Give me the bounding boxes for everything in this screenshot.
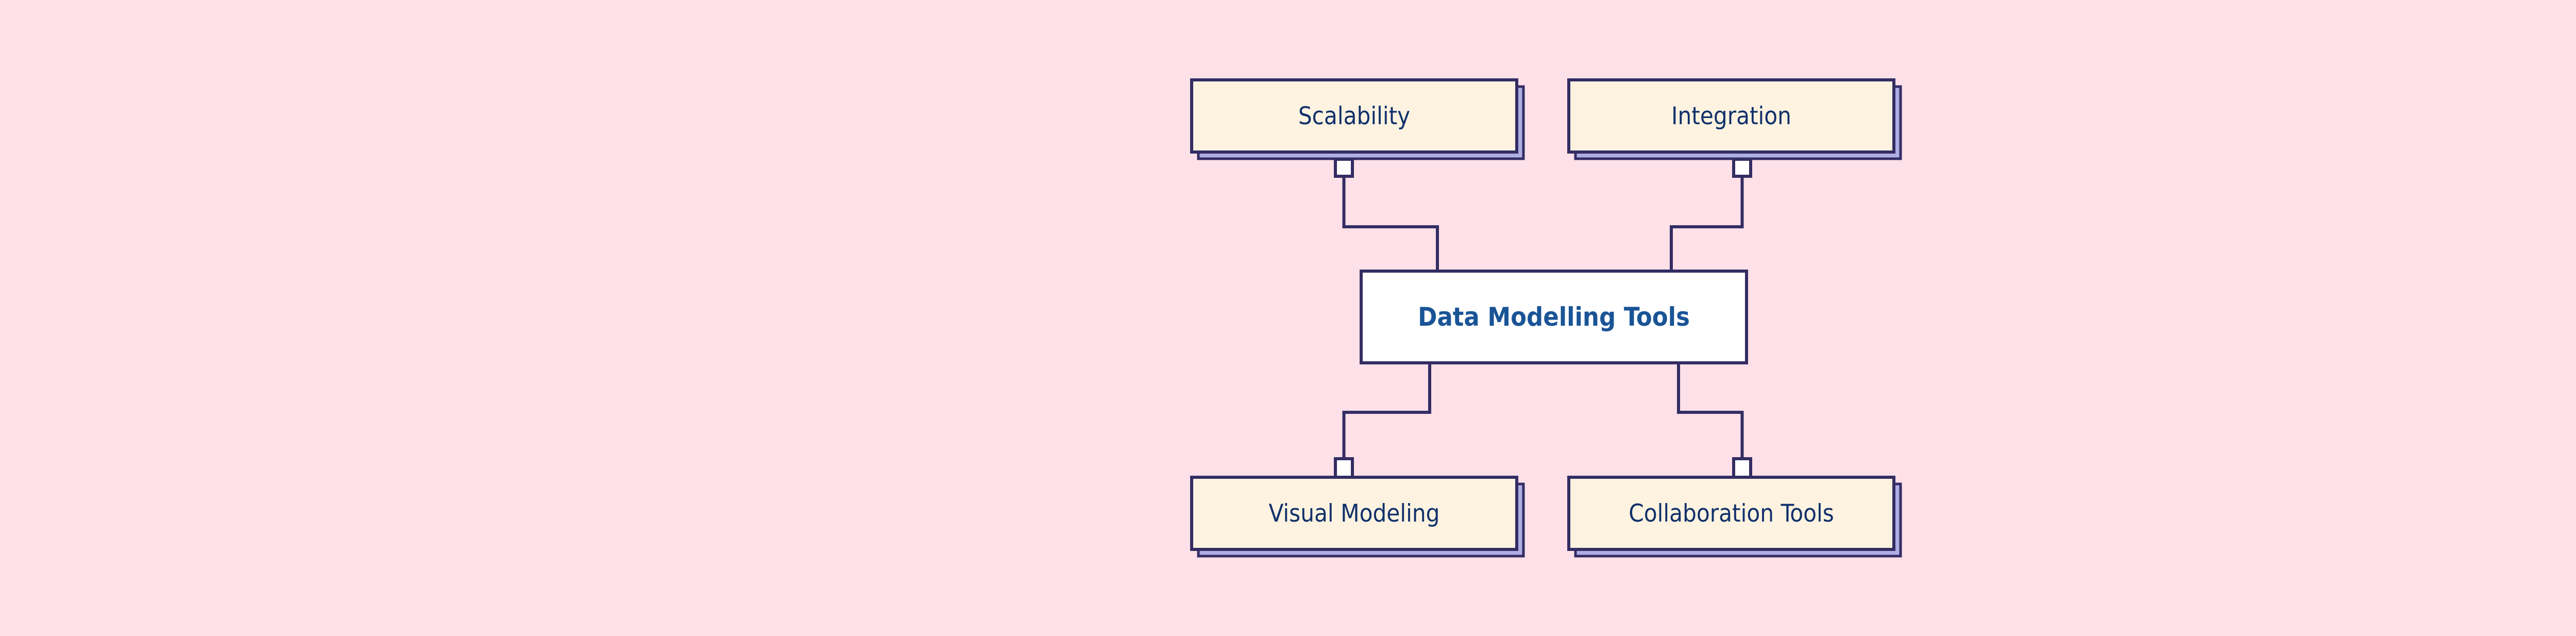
node-data-modelling-tools[interactable] [1360,270,1748,364]
node-visual-modeling-box[interactable] [1190,476,1518,551]
connector-integration-line [1670,176,1744,273]
node-data-modelling-tools-box[interactable] [1360,270,1748,364]
node-visual-modeling[interactable] [1190,476,1525,558]
connector-scalability-line [1342,176,1439,273]
connector-stub-integration-icon [1732,158,1752,178]
node-scalability-label: Scalability [1298,102,1411,130]
node-integration-label: Integration [1671,102,1791,130]
node-data-modelling-tools-label: Data Modelling Tools [1418,302,1690,332]
node-collaboration-tools[interactable] [1567,476,1902,558]
node-scalability[interactable] [1190,78,1525,160]
connector-stub-collaboration-tools-icon [1732,457,1752,479]
connector-collaboration-tools-line [1677,361,1744,461]
node-integration-box[interactable] [1567,78,1895,154]
connector-stub-group [1334,158,1752,479]
node-collaboration-tools-label: Collaboration Tools [1629,499,1834,528]
connector-stub-visual-modeling-icon [1334,457,1354,479]
node-visual-modeling-label: Visual Modeling [1268,499,1440,528]
connector-visual-modeling-line [1342,361,1431,461]
node-scalability-box[interactable] [1190,78,1518,154]
node-collaboration-tools-box[interactable] [1567,476,1895,551]
connector-stub-scalability-icon [1334,158,1354,178]
connector-group [1342,176,1744,461]
